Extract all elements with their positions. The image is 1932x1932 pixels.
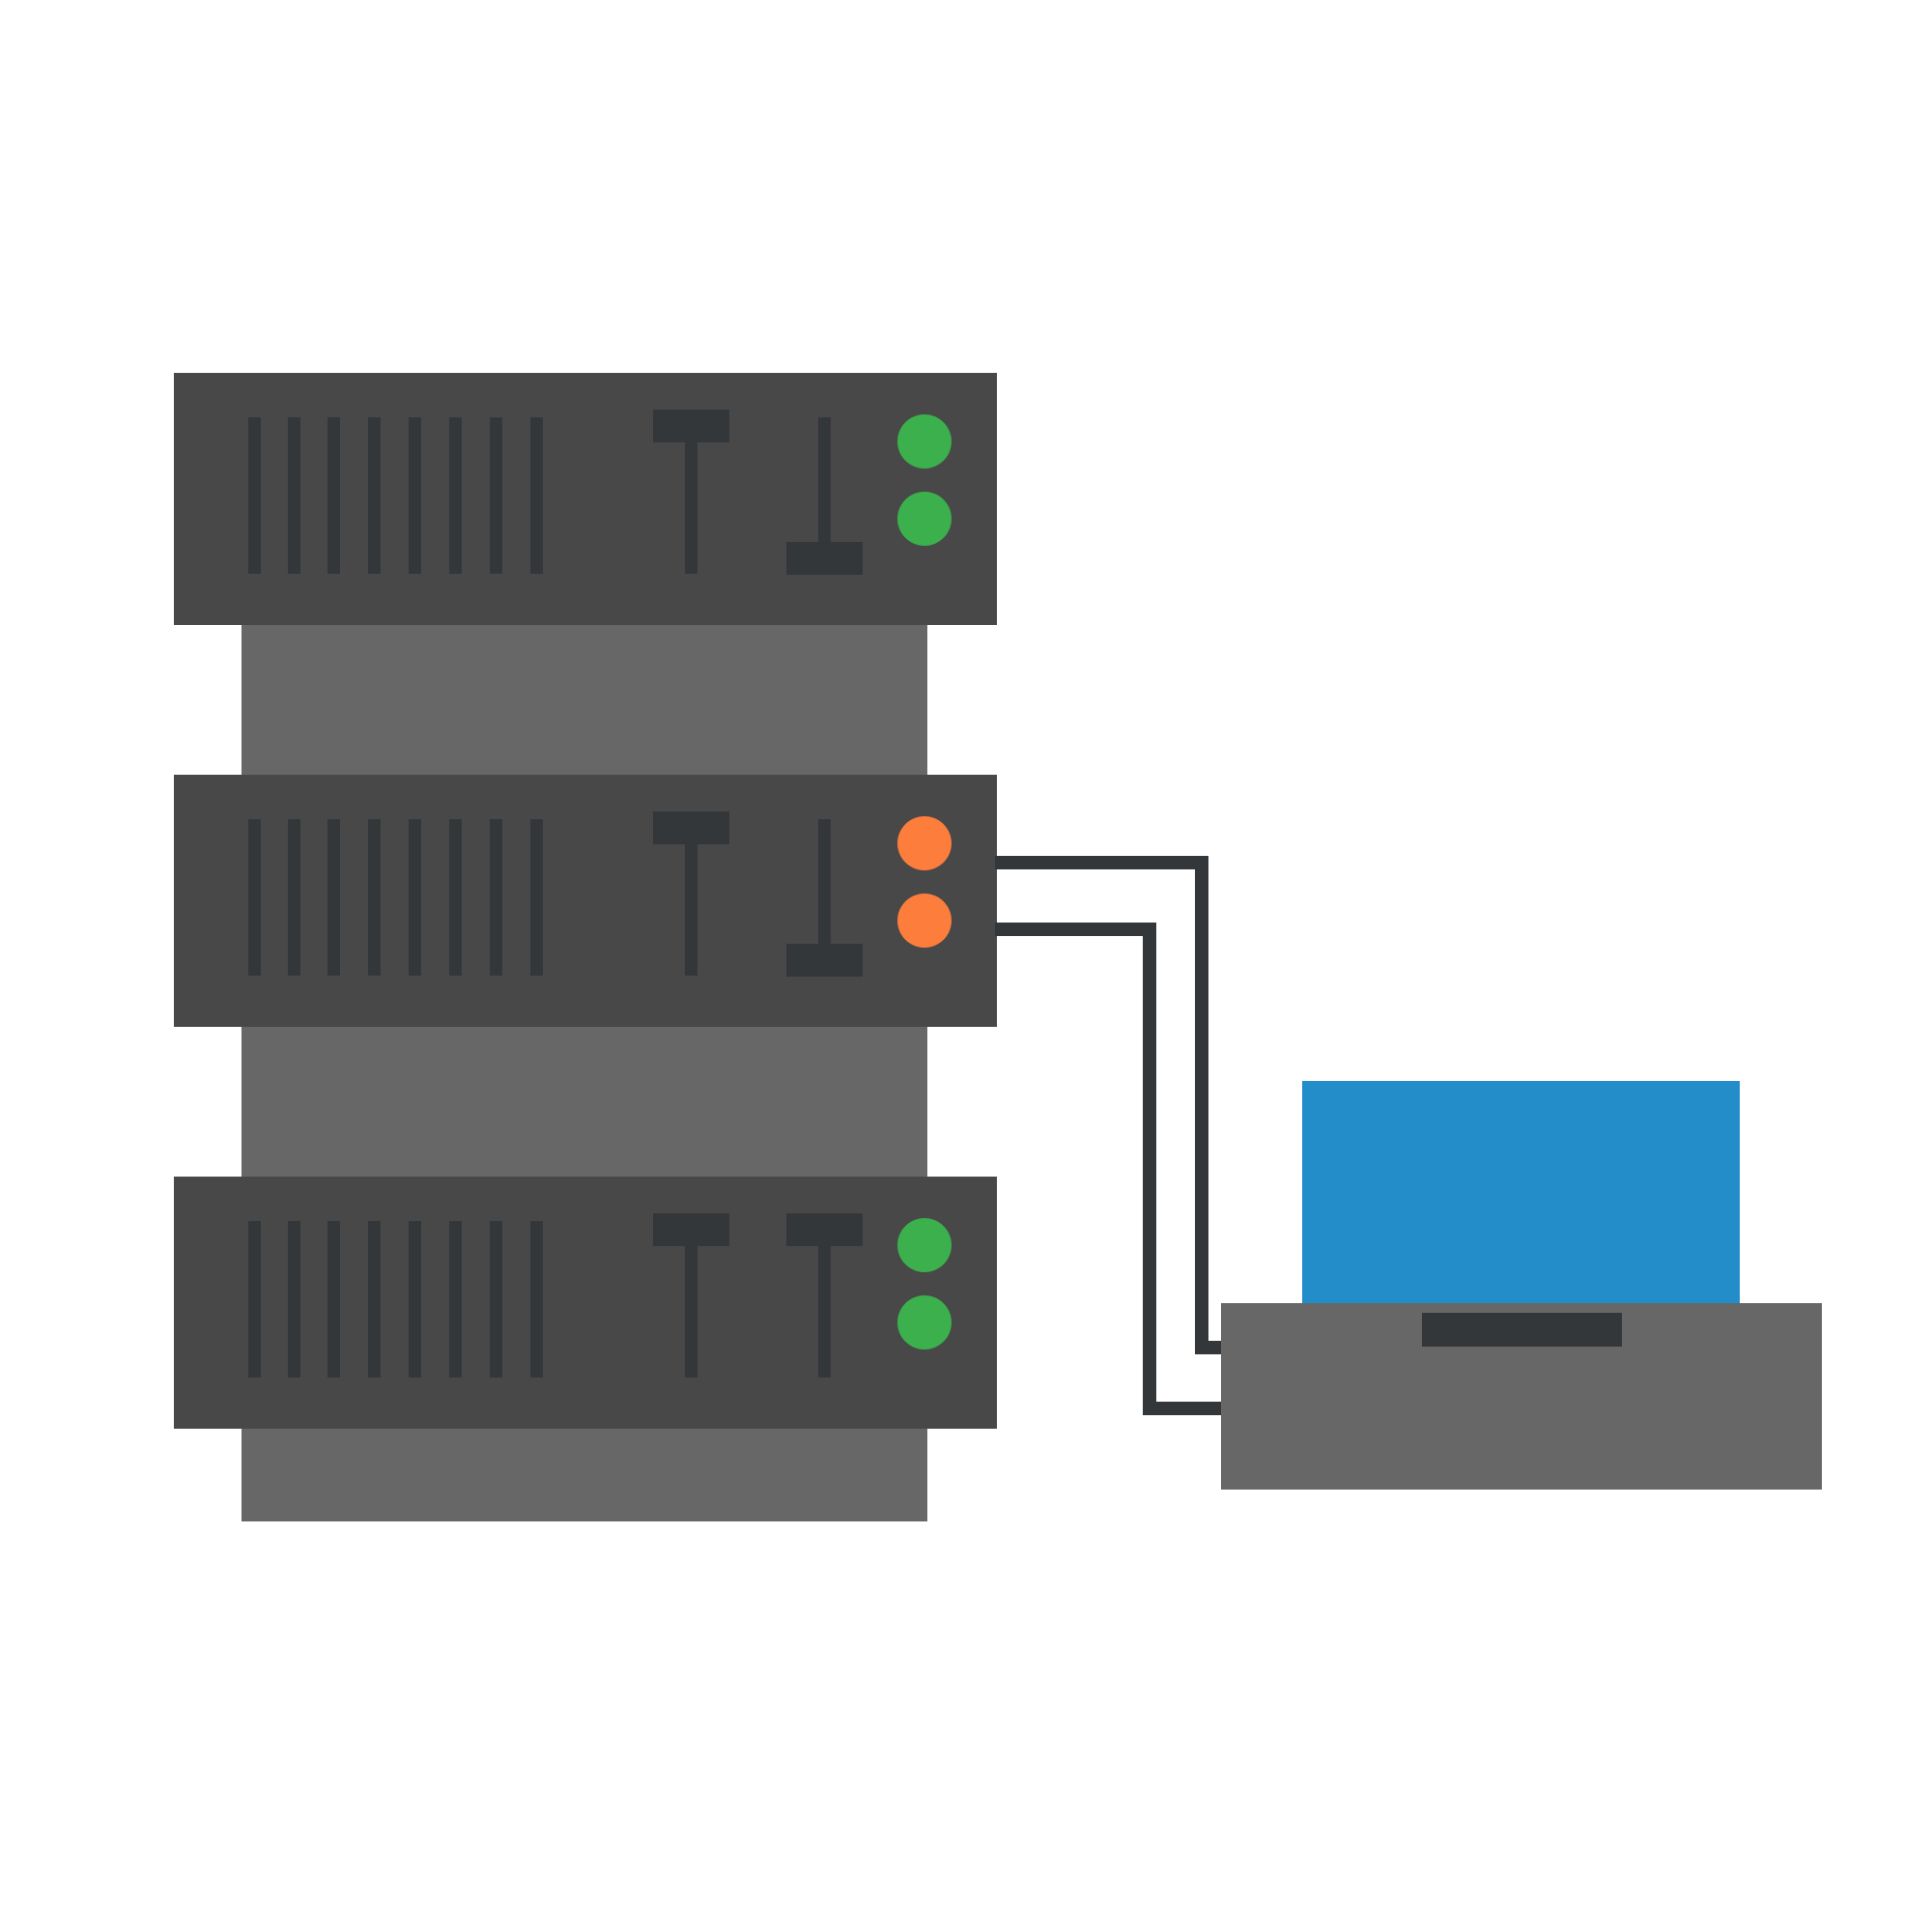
status-led-orange-icon <box>897 816 952 870</box>
vent-slot <box>288 819 300 976</box>
vent-slot <box>327 819 340 976</box>
vent-slot <box>248 819 261 976</box>
status-led-green-icon <box>897 1218 952 1272</box>
vent-slot <box>530 1221 543 1378</box>
vent-slot <box>327 1221 340 1378</box>
laptop-slot <box>1422 1313 1622 1347</box>
vent-slot <box>409 417 421 574</box>
server-unit-panel <box>174 775 997 1027</box>
cable-lower <box>995 923 1222 1415</box>
vent-slot <box>490 819 502 976</box>
cable-upper <box>995 856 1222 1354</box>
vent-slot <box>368 819 381 976</box>
vent-slot <box>248 1221 261 1378</box>
server-rack-icon <box>174 373 997 1521</box>
vent-slot <box>288 1221 300 1378</box>
vent-slot <box>449 417 462 574</box>
vent-slot <box>449 1221 462 1378</box>
switch-inverted-tee-icon <box>786 417 863 575</box>
server-unit-panel <box>174 373 997 625</box>
server-unit-middle <box>174 775 997 1027</box>
vent-slot <box>288 417 300 574</box>
vent-slot <box>368 1221 381 1378</box>
vent-slot <box>409 819 421 976</box>
server-unit-bottom <box>174 1177 997 1429</box>
status-led-green-icon <box>897 1295 952 1350</box>
switch-tee-icon <box>786 1213 863 1378</box>
vent-slot <box>449 819 462 976</box>
laptop-icon <box>1221 1081 1822 1490</box>
laptop-screen <box>1302 1081 1740 1305</box>
vent-slot <box>368 417 381 574</box>
switch-tee-icon <box>653 811 729 976</box>
switch-tee-icon <box>653 1213 729 1378</box>
vent-slot <box>490 417 502 574</box>
vent-slot <box>490 1221 502 1378</box>
server-unit-top <box>174 373 997 625</box>
switch-inverted-tee-icon <box>786 819 863 977</box>
vent-slot <box>409 1221 421 1378</box>
switch-tee-icon <box>653 410 729 574</box>
vent-slot <box>530 417 543 574</box>
vent-slot <box>248 417 261 574</box>
status-led-green-icon <box>897 492 952 546</box>
network-cable-icon <box>995 856 1222 1415</box>
status-led-orange-icon <box>897 894 952 948</box>
vent-slot <box>530 819 543 976</box>
status-led-green-icon <box>897 414 952 469</box>
vent-slot <box>327 417 340 574</box>
